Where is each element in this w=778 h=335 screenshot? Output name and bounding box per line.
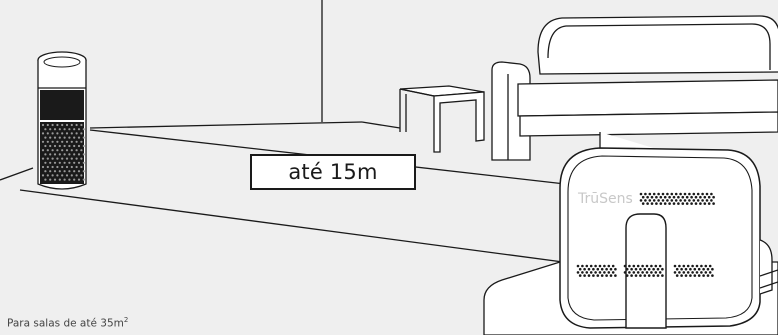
desk-air-purifier: TrūSens <box>560 148 778 328</box>
room-size-caption: Para salas de até 35m2 <box>7 316 128 330</box>
sofa <box>492 16 778 160</box>
brand-logo: TrūSens <box>577 191 633 207</box>
room-lines <box>0 0 578 264</box>
distance-label-text: até 15m <box>288 160 377 184</box>
floor-air-purifier <box>38 52 86 189</box>
side-table <box>400 86 484 152</box>
caption-text: Para salas de até 35m <box>7 318 124 330</box>
caption-superscript: 2 <box>124 316 128 324</box>
distance-label: até 15m <box>250 154 416 190</box>
